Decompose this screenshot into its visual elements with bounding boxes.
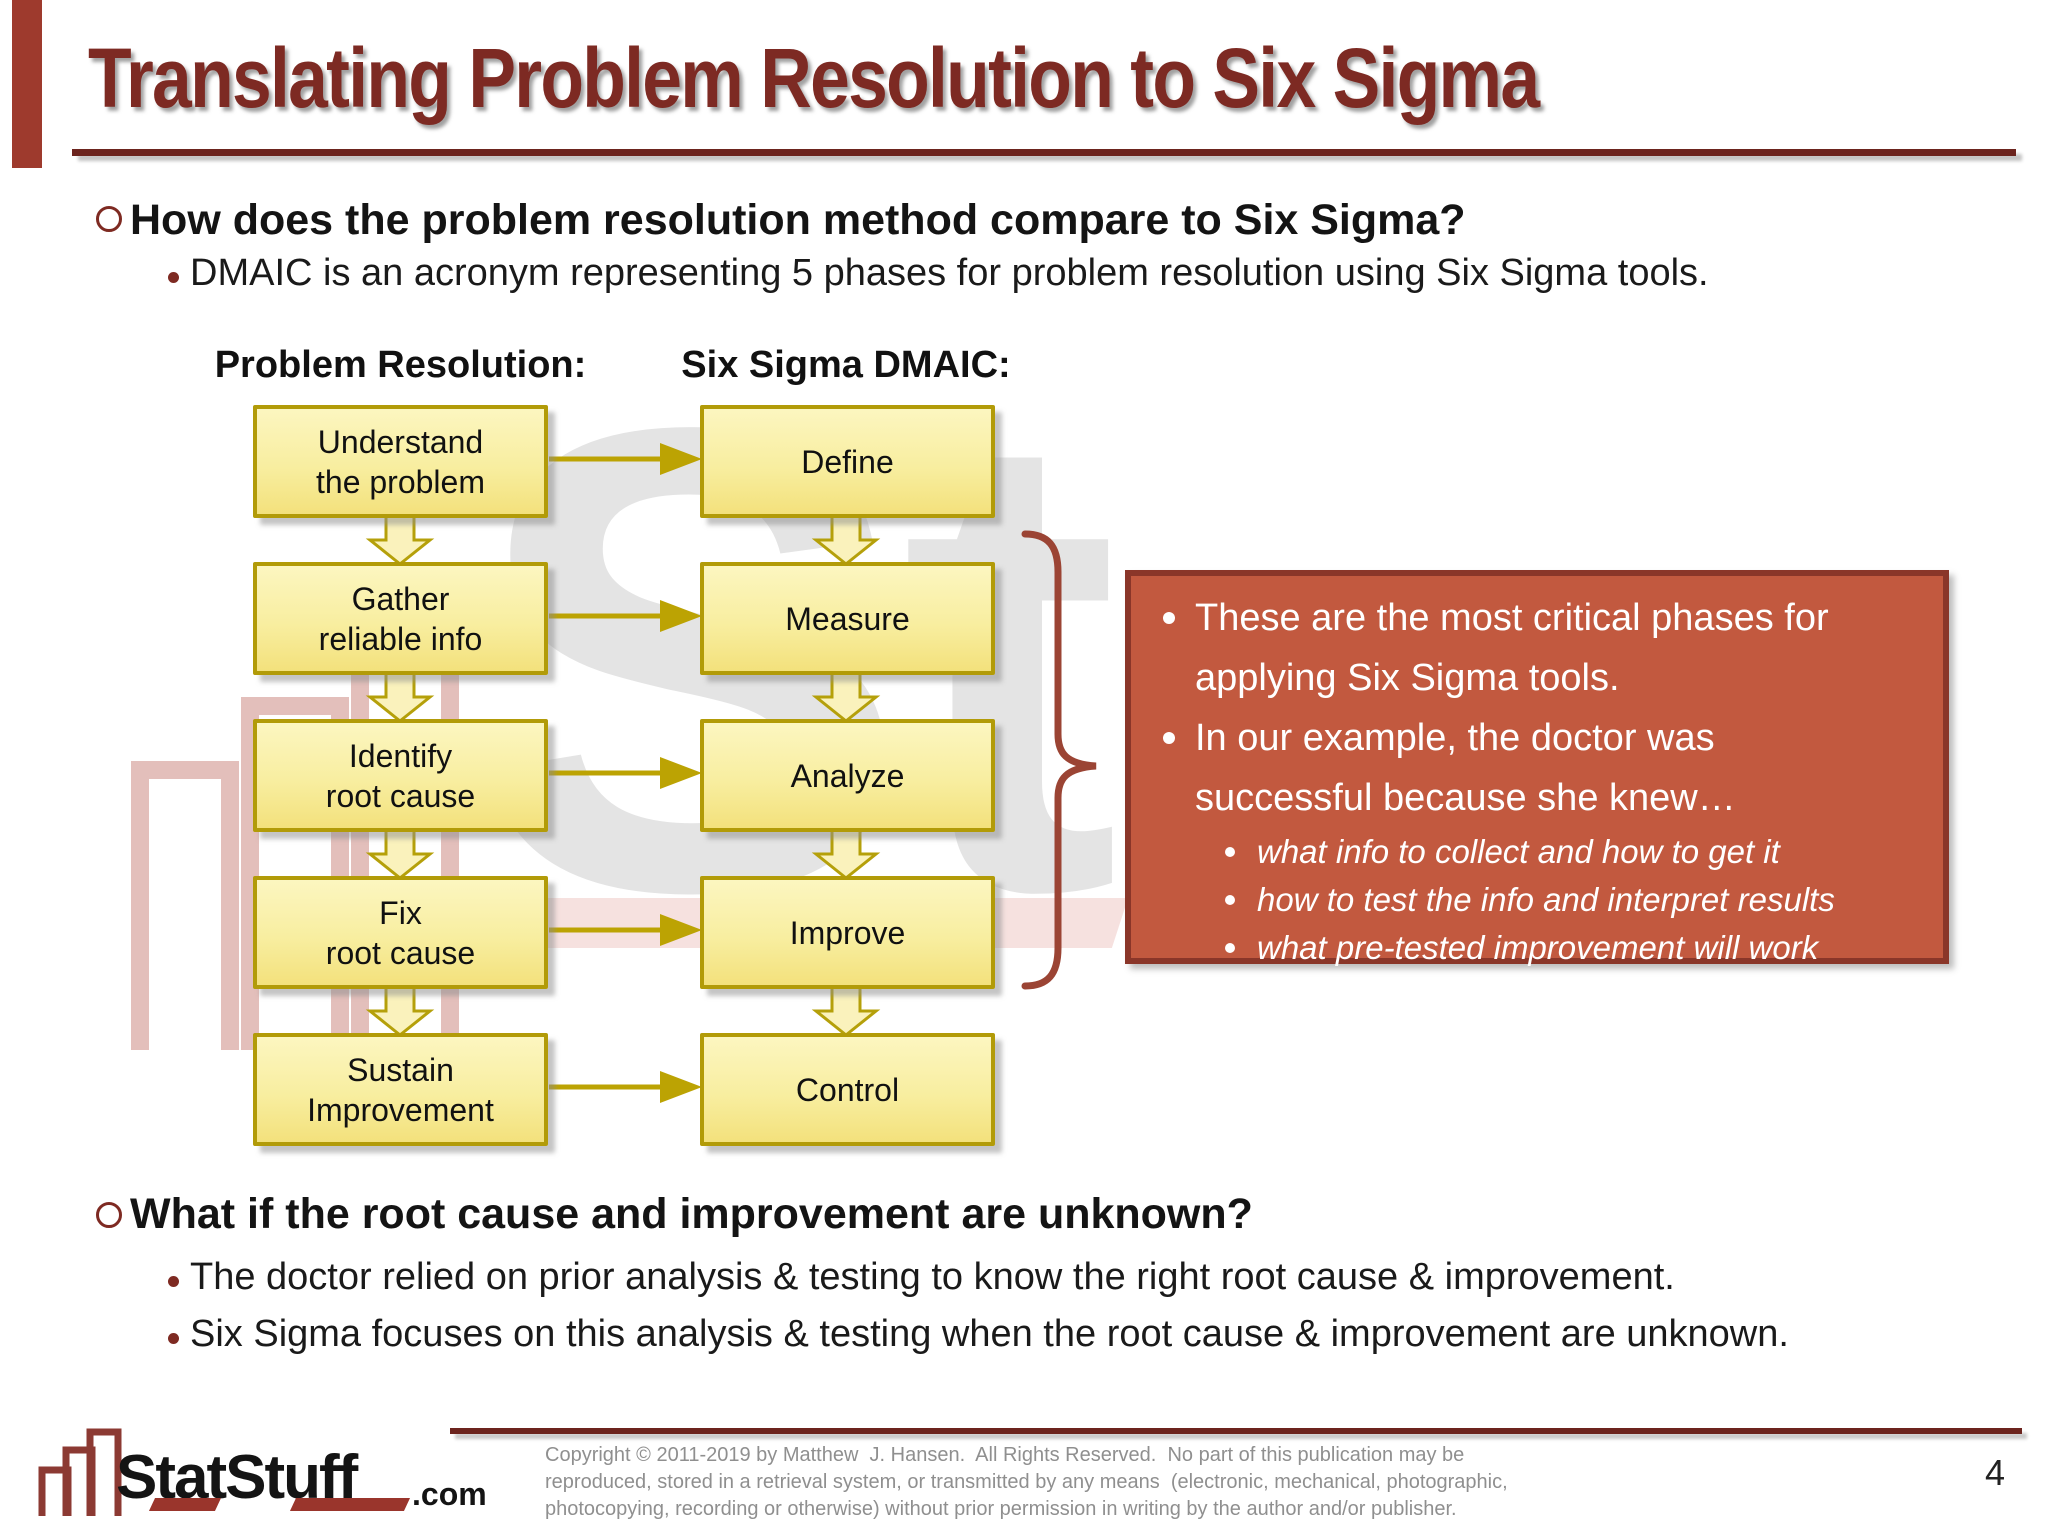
flow-box-gather: Gather reliable info (253, 562, 548, 675)
callout-sub-text: what info to collect and how to get it (1257, 833, 1780, 870)
callout-sub-bullet: what info to collect and how to get it (1161, 828, 1925, 876)
flow-box-define: Define (700, 405, 995, 518)
flow-box-line: Improvement (307, 1091, 494, 1128)
section2-bullet-1: The doctor relied on prior analysis & te… (190, 1256, 1675, 1298)
flow-box-line: Define (801, 443, 894, 480)
flow-box-line: Improve (789, 914, 906, 951)
copyright-text: Copyright © 2011-2019 by Matthew J. Hans… (545, 1442, 1508, 1523)
flow-box-improve: Improve (700, 876, 995, 989)
bullet-dot-icon (1225, 895, 1235, 905)
flow-box-fix: Fix root cause (253, 876, 548, 989)
page-number: 4 (1985, 1452, 2006, 1493)
bullet-dot-icon (168, 1333, 179, 1344)
callout-sub-bullet: how to test the info and interpret resul… (1161, 876, 1925, 924)
title-underline (72, 149, 2016, 156)
left-column-header: Problem Resolution: (214, 344, 587, 386)
circle-bullet-icon (96, 206, 122, 232)
logo-suffix-text: .com (412, 1476, 487, 1512)
bullet-dot-icon (1163, 612, 1175, 624)
flow-box-line: Control (795, 1071, 900, 1108)
circle-bullet-icon (96, 1202, 122, 1228)
flow-box-identify: Identify root cause (253, 719, 548, 832)
section1-bullet: DMAIC is an acronym representing 5 phase… (190, 252, 1709, 294)
logo-underline-icon (148, 1498, 222, 1511)
flow-box-understand: Understand the problem (253, 405, 548, 518)
callout-text: In our example, the doctor was (1195, 717, 1715, 759)
callout-text: successful because she knew… (1195, 777, 1736, 819)
copyright-line: reproduced, stored in a retrieval system… (545, 1471, 1508, 1493)
flow-box-line: reliable info (318, 620, 483, 657)
callout-sub-text: how to test the info and interpret resul… (1257, 881, 1835, 918)
callout-text: These are the most critical phases for (1195, 597, 1829, 639)
right-column-header: Six Sigma DMAIC: (681, 344, 1011, 386)
flow-box-line: root cause (325, 934, 476, 971)
callout-bullet: In our example, the doctor was (1161, 708, 1925, 768)
bullet-dot-icon (1225, 943, 1235, 953)
flow-box-line: root cause (325, 777, 476, 814)
flow-box-line: the problem (316, 463, 485, 500)
flow-box-line: Fix (379, 894, 422, 931)
flow-box-measure: Measure (700, 562, 995, 675)
callout-bullet-cont: successful because she knew… (1161, 768, 1925, 828)
bullet-dot-icon (168, 272, 179, 283)
footer-divider (450, 1428, 2022, 1434)
statstuff-logo: StatStuff .com (30, 1418, 530, 1530)
flow-box-line: Understand (317, 423, 484, 460)
callout-bullet-cont: applying Six Sigma tools. (1161, 648, 1925, 708)
flow-box-line: Analyze (790, 757, 905, 794)
bullet-dot-icon (1225, 847, 1235, 857)
bullet-dot-icon (1163, 732, 1175, 744)
logo-bars-icon (38, 1428, 122, 1516)
corner-accent-bar (12, 0, 42, 168)
page-title: Translating Problem Resolution to Six Si… (88, 31, 1540, 125)
bullet-dot-icon (168, 1276, 179, 1287)
flow-box-line: Identify (348, 737, 453, 774)
callout-sub-text: what pre-tested improvement will work (1257, 929, 1819, 966)
flow-box-line: Sustain (347, 1051, 454, 1088)
flow-box-line: Gather (351, 580, 450, 617)
flow-box-analyze: Analyze (700, 719, 995, 832)
callout-sub-bullet: what pre-tested improvement will work (1161, 924, 1925, 972)
callout-box: These are the most critical phases for a… (1125, 570, 1949, 966)
copyright-line: Copyright © 2011-2019 by Matthew J. Hans… (545, 1444, 1465, 1466)
flow-box-sustain: Sustain Improvement (253, 1033, 548, 1146)
copyright-line: photocopying, recording or otherwise) wi… (545, 1498, 1457, 1520)
section2-heading: What if the root cause and improvement a… (130, 1190, 1253, 1238)
section2-bullet-2: Six Sigma focuses on this analysis & tes… (190, 1313, 1789, 1355)
section1-heading: How does the problem resolution method c… (130, 196, 1466, 244)
logo-underline-icon (289, 1498, 411, 1511)
flow-box-line: Measure (785, 600, 910, 637)
brace-icon (1021, 530, 1097, 990)
flow-box-control: Control (700, 1033, 995, 1146)
callout-text: applying Six Sigma tools. (1195, 657, 1620, 699)
callout-bullet: These are the most critical phases for (1161, 588, 1925, 648)
